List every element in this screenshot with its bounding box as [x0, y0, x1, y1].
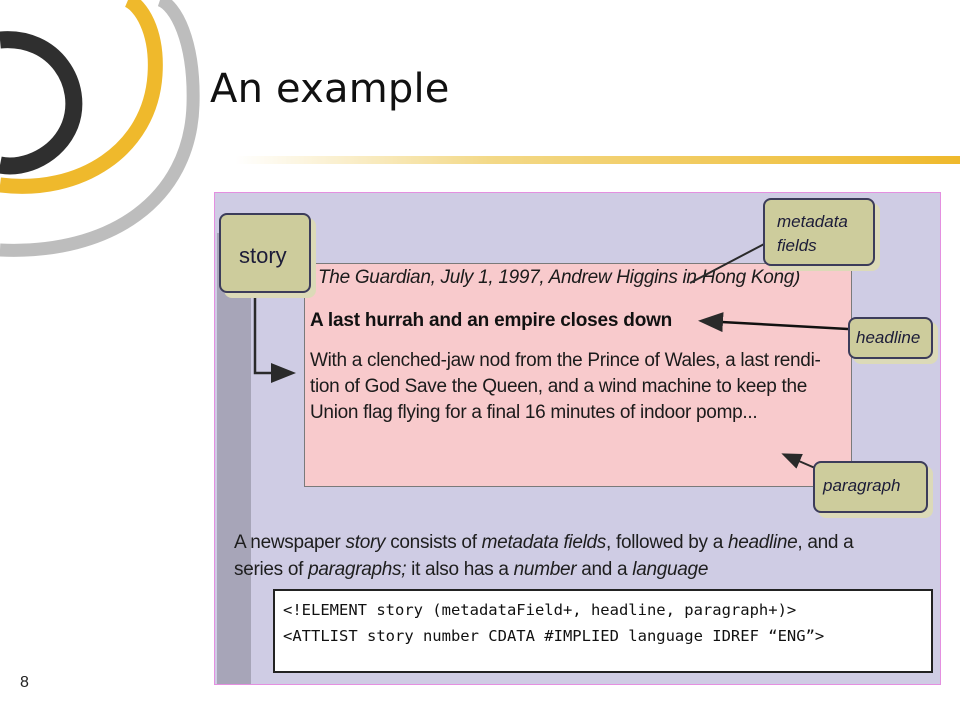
paragraph-line: tion of God Save the Queen, and a wind m… — [310, 376, 808, 397]
paragraph-arrow — [781, 453, 816, 469]
story-callout-label: story — [239, 243, 287, 268]
caption-emphasis: headline — [727, 532, 798, 553]
article-paragraph: With a clenched-jaw nod from the Prince … — [310, 348, 850, 426]
caption-line-1: A newspaper story consists of metadata f… — [234, 529, 934, 556]
article-headline: A last hurrah and an empire closes down — [310, 310, 673, 331]
dtd-code-box: <!ELEMENT story (metadataField+, headlin… — [273, 589, 933, 673]
caption-text: A newspaper — [234, 532, 346, 553]
figure-left-strip — [217, 233, 251, 684]
headline-arrow — [698, 312, 849, 333]
metadata-callout-label: fields — [777, 236, 817, 255]
story-arrow — [253, 293, 296, 383]
caption-text: consists of — [385, 532, 482, 553]
caption-emphasis: language — [632, 559, 709, 580]
caption-text: series of — [234, 559, 309, 580]
figure-caption: A newspaper story consists of metadata f… — [234, 529, 934, 583]
paragraph-callout: paragraph — [813, 461, 928, 513]
paragraph-callout-label: paragraph — [823, 476, 901, 495]
headline-callout: headline — [848, 317, 933, 359]
article-metadata: The Guardian, July 1, 1997, Andrew Higgi… — [318, 267, 801, 288]
metadata-callout-label: metadata — [777, 212, 848, 231]
page-number: 8 — [20, 674, 29, 691]
example-figure: The Guardian, July 1, 1997, Andrew Higgi… — [214, 192, 941, 685]
caption-emphasis: metadata fields — [481, 532, 607, 553]
dtd-attlist-line: <ATTLIST story number CDATA #IMPLIED lan… — [283, 627, 825, 645]
callout-arrows — [253, 242, 849, 469]
title-underline-rule — [235, 156, 960, 164]
caption-text: it also has a — [406, 559, 514, 580]
caption-text: and a — [576, 559, 633, 580]
caption-emphasis: number — [513, 559, 577, 580]
paragraph-line: With a clenched-jaw nod from the Prince … — [310, 350, 821, 371]
decorative-swirl-graphic — [0, 0, 200, 257]
caption-line-2: series of paragraphs; it also has a numb… — [234, 556, 934, 583]
slide-title: An example — [210, 66, 450, 112]
caption-text: , and a — [797, 532, 854, 553]
caption-text: , followed by a — [606, 532, 728, 553]
headline-callout-label: headline — [856, 328, 921, 347]
paragraph-line: Union flag flying for a final 16 minutes… — [310, 402, 758, 423]
caption-emphasis: story — [345, 532, 386, 553]
caption-emphasis: paragraphs; — [308, 559, 407, 580]
dtd-element-line: <!ELEMENT story (metadataField+, headlin… — [283, 601, 797, 619]
article-panel — [304, 263, 852, 487]
metadata-arrow — [689, 242, 767, 284]
metadata-fields-callout: metadata fields — [763, 198, 875, 266]
story-callout: story — [219, 213, 311, 293]
